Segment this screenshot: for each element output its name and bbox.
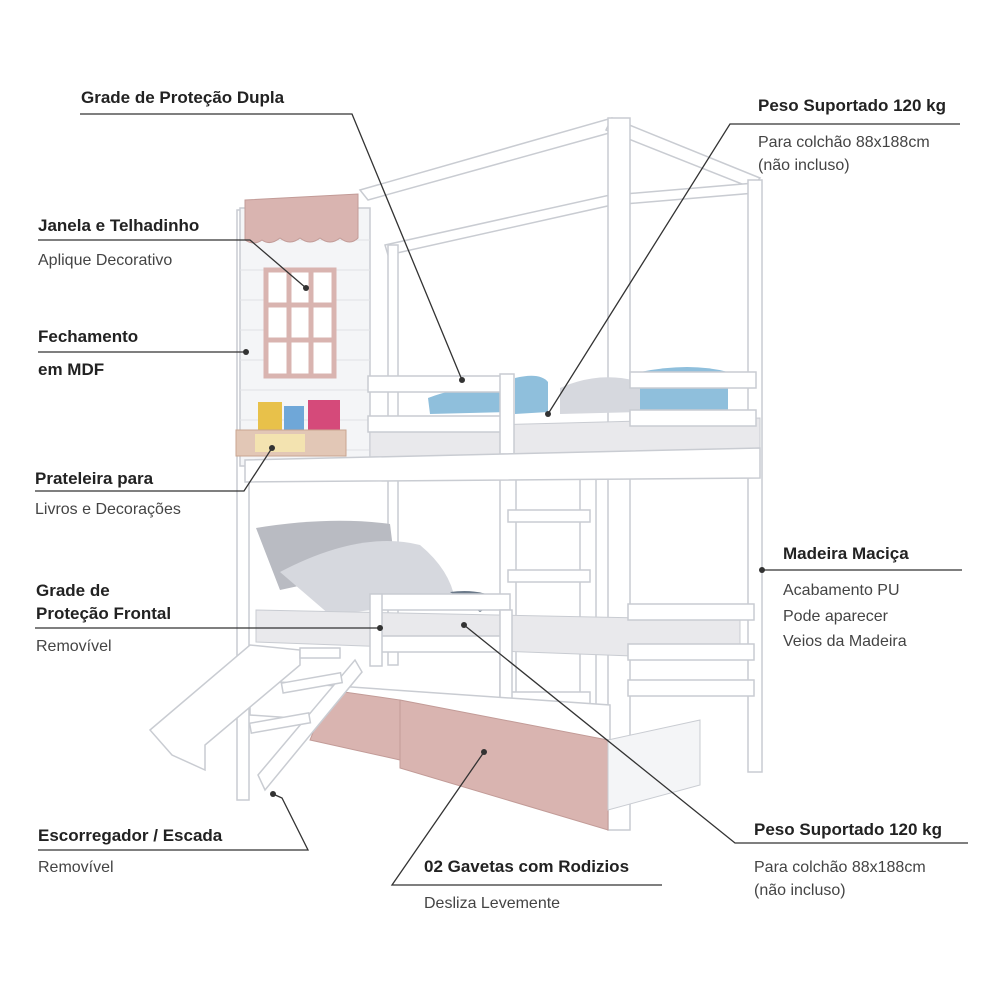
roof-frame bbox=[358, 117, 762, 256]
window-decor bbox=[263, 267, 337, 379]
peso-bottom-title: Peso Suportado 120 kg bbox=[754, 820, 942, 839]
gavetas-title: 02 Gavetas com Rodizios bbox=[424, 857, 630, 876]
mdf-panel bbox=[239, 193, 371, 467]
janela-sub: Aplique Decorativo bbox=[38, 252, 173, 269]
book-shelf bbox=[235, 400, 347, 457]
peso-top-title: Peso Suportado 120 kg bbox=[758, 96, 946, 115]
fechamento-title2: em MDF bbox=[38, 360, 105, 379]
ladder bbox=[507, 509, 591, 705]
grade-frontal-title1: Grade de bbox=[36, 581, 110, 600]
peso-bottom-line1: Para colchão 88x188cm bbox=[754, 859, 926, 876]
gavetas-sub: Desliza Levemente bbox=[424, 895, 561, 912]
madeira-line2: Pode aparecer bbox=[783, 608, 888, 625]
peso-top-line1: Para colchão 88x188cm bbox=[758, 134, 930, 151]
grade-dupla-title: Grade de Proteção Dupla bbox=[81, 88, 285, 107]
upper-bunk bbox=[244, 367, 761, 483]
leader-dots bbox=[243, 285, 765, 797]
fechamento-title1: Fechamento bbox=[38, 327, 139, 346]
janela-title: Janela e Telhadinho bbox=[38, 216, 200, 235]
grade-frontal-title2: Proteção Frontal bbox=[36, 604, 172, 623]
slide-stairs bbox=[148, 644, 363, 792]
madeira-title: Madeira Maciça bbox=[783, 544, 909, 563]
escorregador-title: Escorregador / Escada bbox=[38, 826, 223, 845]
leader-lines bbox=[35, 113, 968, 886]
prateleira-title: Prateleira para bbox=[35, 469, 154, 488]
peso-top-line2: (não incluso) bbox=[758, 157, 850, 174]
grade-frontal-sub: Removível bbox=[36, 638, 112, 655]
scalloped-roof-decor bbox=[244, 193, 359, 244]
madeira-line1: Acabamento PU bbox=[783, 582, 900, 599]
peso-bottom-line2: (não incluso) bbox=[754, 882, 846, 899]
escorregador-sub: Removível bbox=[38, 859, 114, 876]
madeira-line3: Veios da Madeira bbox=[783, 633, 907, 650]
prateleira-sub: Livros e Decorações bbox=[35, 501, 181, 518]
